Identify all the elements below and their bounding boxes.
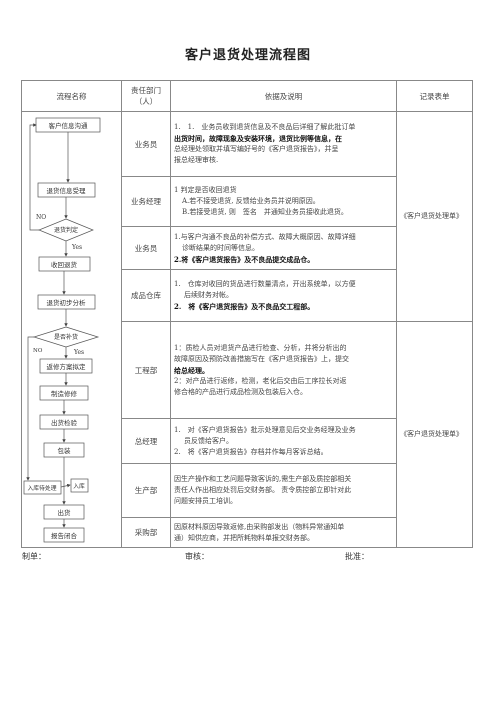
desc-line: 2：对产品进行返修，检测，老化后交由后工序拉长对返	[174, 376, 347, 385]
desc-line: B.若接受退货, 则 签名 并通知业务员接收此退货。	[182, 208, 348, 216]
dept-cell: 总经理	[121, 418, 171, 464]
node-warehouse-label: 入库	[73, 482, 85, 490]
dept-cell: 业务经理	[121, 176, 171, 227]
desc-cell: 1.与客户沟通不良品的补偿方式、故障大概原因、故障详细 诊断结果的时间等信息。 …	[170, 226, 397, 270]
node-preliminary-analysis-label: 退货初步分析	[47, 298, 87, 307]
dept-cell: 采购部	[121, 517, 171, 548]
desc-cell: 因生产操作和工艺问题导致客诉的,需生产部及质控部相关 责任人作出相应处罚后交财务…	[170, 463, 397, 518]
desc-line: 诊断结果的时间等信息。	[182, 243, 259, 252]
page-title: 客户退货处理流程图	[184, 48, 311, 63]
node-customer-communication-label: 客户信息沟通	[49, 121, 89, 130]
node-return-info	[37, 182, 96, 198]
desc-line: 给总经理。	[174, 365, 209, 375]
record-cell-2: 《客户退货处理单》	[396, 321, 473, 548]
table-row: 采购部 因原材料原因导致返修,由采购部发出（物料异常通知单 通）知供应商，并把所…	[22, 517, 473, 548]
desc-line: 因生产操作和工艺问题导致客诉的,需生产部及质控部相关	[174, 475, 352, 483]
desc-line: 2. 将《客户退货报告》及不良品交工程部。	[174, 302, 315, 311]
desc-cell: 1. 仓库对收回的货品进行数量清点，开出系统单，以方便 后续财务对帐。 2. 将…	[170, 269, 397, 322]
header-flow: 流程名称	[21, 80, 122, 112]
desc-line: 1 判定是否收回退货	[174, 186, 237, 194]
record-cell-1: 《客户退货处理单》	[396, 111, 473, 322]
process-table: 流程名称 责任部门 （人） 依据及说明 记录表单 客户信息沟通	[21, 80, 473, 548]
no-label-1: NO	[36, 214, 46, 221]
node-return-info-label: 退货信息受理	[47, 186, 87, 195]
desc-line: 2.将《客户退货报告》及不良品提交成品仓。	[174, 254, 315, 264]
desc-line: 故障原因及预防改善措施写在《客户退货报告》上，提交	[174, 354, 349, 363]
node-preliminary-analysis	[37, 294, 96, 310]
table-row: 业务经理 1 判定是否收回退货 A.若不接受退货, 反馈给业务员并说明原因。 B…	[22, 176, 473, 227]
header-dept-line2: （人）	[134, 97, 158, 106]
header-dept: 责任部门 （人）	[121, 80, 171, 112]
node-shipping-inspection-label: 出货检验	[51, 418, 78, 427]
decision-restock-label: 是否补货	[54, 333, 78, 341]
desc-line: 后续财务对帐。	[184, 291, 233, 299]
header-basis: 依据及说明	[170, 80, 397, 112]
node-warehouse	[70, 478, 89, 493]
node-report-closure-label: 报告闭合	[51, 531, 78, 540]
dept-cell: 业务员	[121, 226, 171, 270]
desc-line: 员反馈给客户。	[184, 436, 233, 445]
desc-line: 通）知供应商，并把所耗物料单报交财务部。	[174, 533, 314, 542]
yes-label-2: Yes	[73, 349, 84, 356]
dept-cell: 成品仓库	[121, 269, 171, 322]
dept-cell: 生产部	[121, 463, 171, 518]
desc-line: 1：质检人员对退货产品进行检查、分析，并将分析出的	[174, 343, 347, 352]
desc-line: 1. 1. 业务员收到退货信息及不良品后详细了解此批订单	[174, 123, 356, 131]
desc-line: 修合格的产品进行成品检测及包装后入仓。	[174, 387, 307, 396]
desc-cell: 因原材料原因导致返修,由采购部发出（物料异常通知单 通）知供应商，并把所耗物料单…	[170, 517, 397, 548]
yes-label-1: Yes	[71, 244, 82, 251]
node-pending-storage-label: 入库待处理	[28, 484, 57, 492]
table-row: 生产部 因生产操作和工艺问题导致客诉的,需生产部及质控部相关 责任人作出相应处罚…	[22, 463, 473, 518]
desc-line: A.若不接受退货, 反馈给业务员并说明原因。	[182, 197, 320, 205]
desc-cell: 1. 对《客户退货报告》批示处理意见后交业务经理及业务 员反馈给客户。 2. 将…	[170, 418, 397, 464]
header-dept-line1: 责任部门	[131, 86, 161, 95]
flowchart-cell: 客户信息沟通 退货信息受理 NO 退货判定 Yes 收回退	[21, 111, 122, 548]
desc-line: 1.与客户沟通不良品的补偿方式、故障大概原因、故障详细	[174, 232, 356, 241]
dept-cell: 工程部	[121, 321, 171, 419]
desc-line: 责任人作出相应处罚后交财务部。 责令质控部立即针对此	[174, 486, 352, 494]
desc-line: 2. 将《客户退货报告》存档并作每月客诉总结。	[174, 447, 328, 456]
desc-line: 总经理处领取并填写编好号的《客户退货报告》，并呈	[174, 145, 339, 153]
node-pending-storage	[23, 480, 62, 495]
desc-line: 因原材料原因导致返修,由采购部发出（物料异常通知单	[174, 522, 345, 531]
desc-cell: 1 判定是否收回退货 A.若不接受退货, 反馈给业务员并说明原因。 B.若接受退…	[170, 176, 397, 227]
decision-return-judgement-label: 退货判定	[54, 226, 78, 234]
node-packaging-label: 包装	[58, 446, 72, 455]
node-ship-out-label: 出货	[58, 508, 72, 517]
node-report-closure	[43, 527, 85, 543]
flowchart-svg: 客户信息沟通 退货信息受理 NO 退货判定 Yes 收回退	[23, 117, 101, 543]
node-collect-return-label: 收回退货	[51, 260, 78, 269]
desc-line: 报总经理审核.	[174, 156, 219, 164]
table-row: 工程部 1：质检人员对退货产品进行检查、分析，并将分析出的 故障原因及预防改善措…	[22, 321, 473, 548]
header-record: 记录表单	[396, 80, 473, 112]
node-manufacturing-repair-label: 制造修修	[51, 389, 78, 398]
footer-maker: 制单：	[22, 552, 46, 561]
footer-approve: 批准：	[345, 552, 369, 561]
desc-cell: 1：质检人员对退货产品进行检查、分析，并将分析出的 故障原因及预防改善措施写在《…	[170, 321, 397, 419]
footer-review: 审核：	[185, 552, 209, 561]
dept-cell: 业务员	[121, 111, 171, 177]
node-collect-return	[38, 256, 91, 272]
table-row: 客户信息沟通 退货信息受理 NO 退货判定 Yes 收回退	[21, 111, 473, 548]
node-repair-plan-label: 返修方案拟定	[47, 362, 87, 371]
table-row: 成品仓库 1. 仓库对收回的货品进行数量清点，开出系统单，以方便 后续财务对帐。…	[22, 269, 473, 322]
desc-line: 出货时间，故障现象及安装环境，退货比例等信息，在	[174, 134, 342, 143]
desc-line: 问题安排员工培训。	[174, 497, 237, 505]
no-label-2: NO	[33, 348, 43, 354]
desc-cell: 1. 1. 业务员收到退货信息及不良品后详细了解此批订单 出货时间，故障现象及安…	[170, 111, 397, 177]
table-row: 业务员 1.与客户沟通不良品的补偿方式、故障大概原因、故障详细 诊断结果的时间等…	[22, 226, 473, 270]
header-row: 流程名称 责任部门 （人） 依据及说明 记录表单	[21, 80, 473, 112]
desc-line: 1. 对《客户退货报告》批示处理意见后交业务经理及业务	[174, 425, 356, 434]
desc-line: 1. 仓库对收回的货品进行数量清点，开出系统单，以方便	[174, 280, 356, 288]
